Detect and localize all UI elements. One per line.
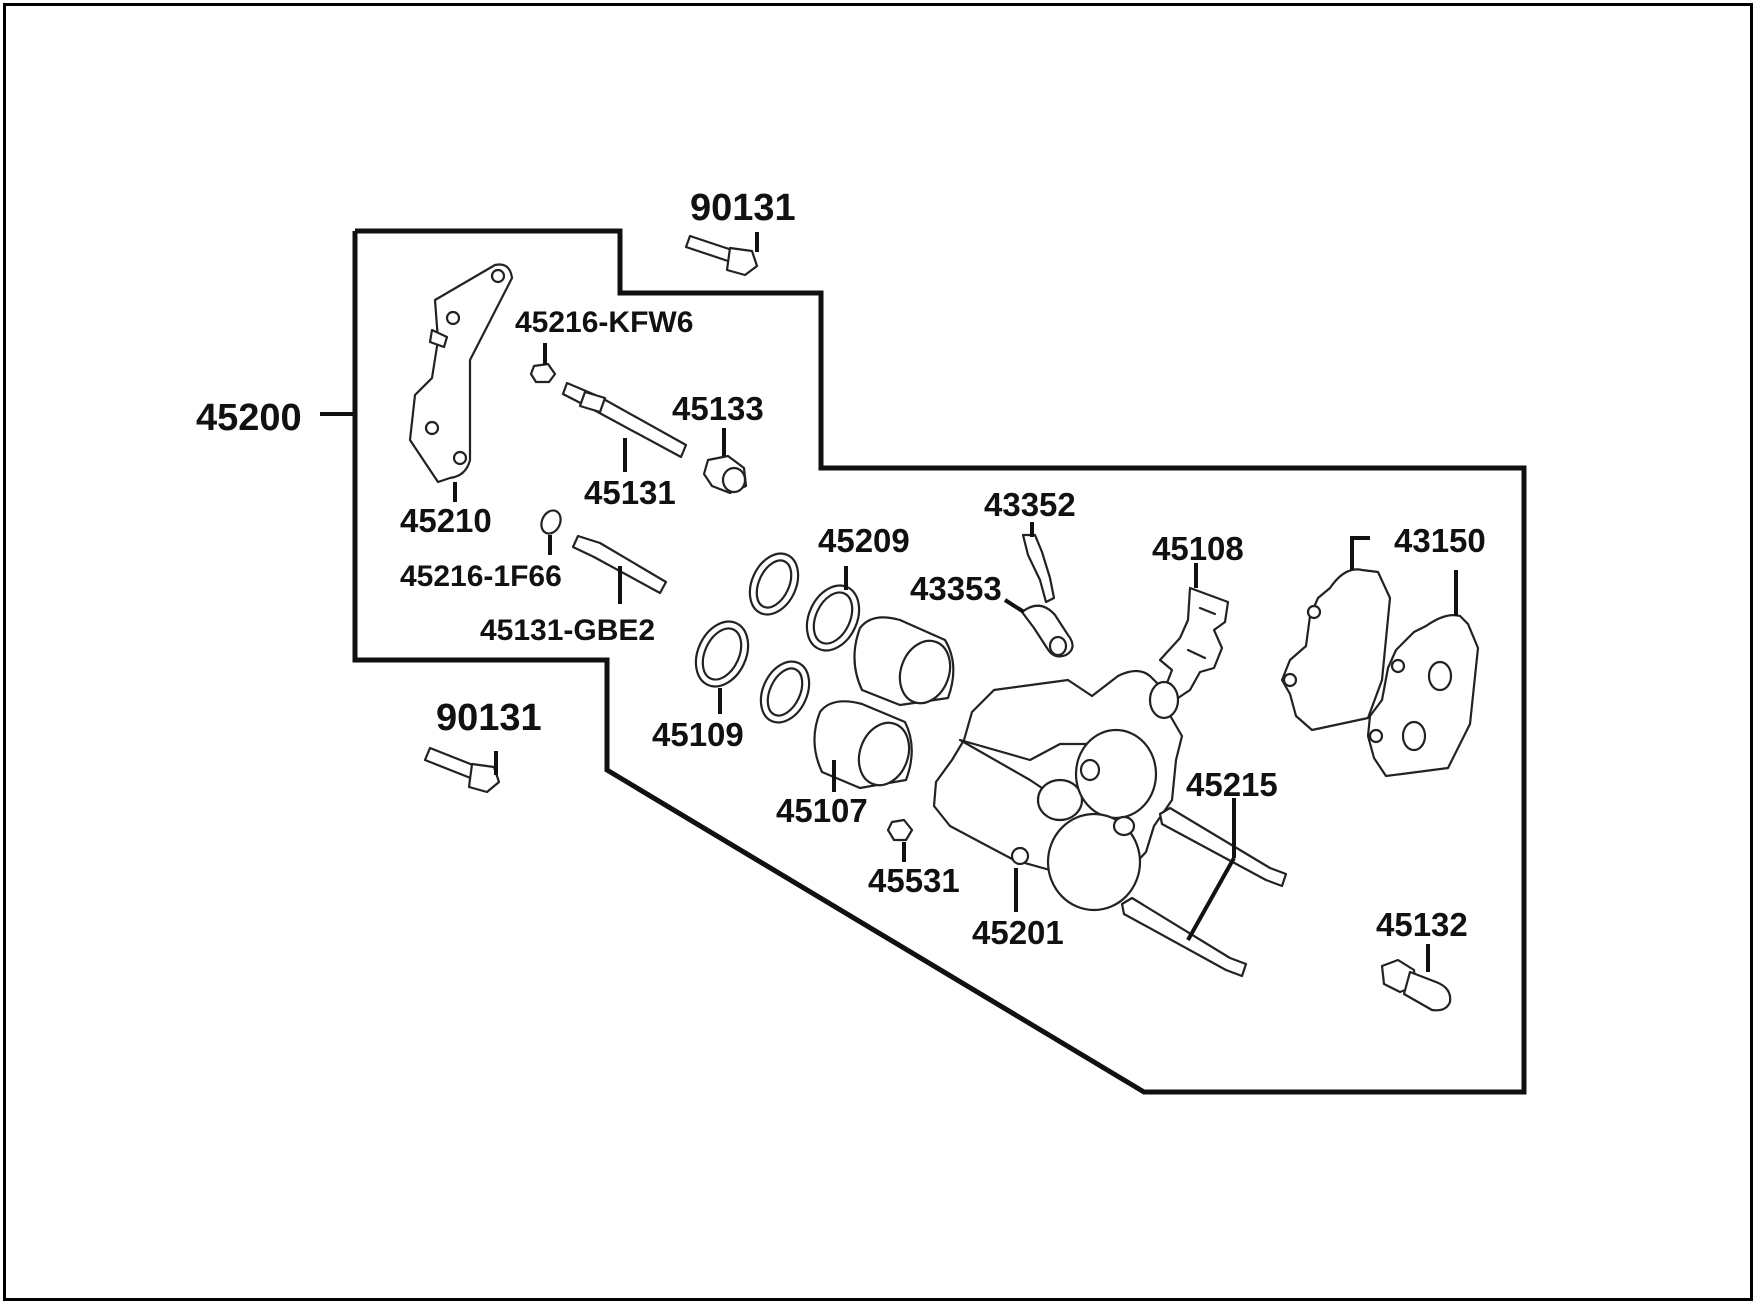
caliper-body-45201 bbox=[932, 669, 1184, 912]
pin-45131 bbox=[561, 381, 688, 472]
label-45131: 45131 bbox=[584, 474, 676, 511]
label-45216-kfw6: 45216-KFW6 bbox=[515, 306, 693, 339]
assembly-outline bbox=[352, 228, 1527, 1095]
nut-45216-kfw6 bbox=[529, 343, 557, 384]
bolt-90131-top bbox=[684, 232, 759, 277]
label-43150: 43150 bbox=[1394, 522, 1486, 559]
pad-spring-45108 bbox=[1158, 563, 1230, 702]
pistons-45107 bbox=[813, 616, 955, 792]
label-43353: 43353 bbox=[910, 570, 1002, 607]
label-45209: 45209 bbox=[818, 522, 910, 559]
pin-45131-gbe2 bbox=[571, 534, 668, 604]
label-45200: 45200 bbox=[196, 397, 302, 439]
brake-pads-43150 bbox=[1280, 536, 1480, 778]
bolt-45132 bbox=[1380, 944, 1452, 1012]
label-45215: 45215 bbox=[1186, 766, 1278, 803]
label-43352: 43352 bbox=[984, 486, 1076, 523]
label-90131-bottom: 90131 bbox=[436, 697, 542, 739]
cap-45531 bbox=[886, 818, 914, 862]
washer-45216-1f66 bbox=[540, 509, 562, 555]
seals-45209 bbox=[748, 552, 861, 652]
pins-45215 bbox=[1120, 798, 1288, 978]
seals-45109 bbox=[694, 620, 811, 724]
label-45132: 45132 bbox=[1376, 906, 1468, 943]
label-45131-gbe2: 45131-GBE2 bbox=[480, 614, 655, 647]
label-45107: 45107 bbox=[776, 792, 868, 829]
label-45531: 45531 bbox=[868, 862, 960, 899]
bracket-45210 bbox=[408, 263, 514, 502]
bolt-90131-bottom bbox=[423, 746, 501, 794]
bleeder-43352 bbox=[1021, 522, 1056, 604]
label-45133: 45133 bbox=[672, 390, 764, 427]
label-90131-top: 90131 bbox=[690, 187, 796, 229]
label-45108: 45108 bbox=[1152, 530, 1244, 567]
label-45216-1f66: 45216-1F66 bbox=[400, 560, 562, 593]
cap-43353 bbox=[1003, 598, 1074, 658]
label-45210: 45210 bbox=[400, 502, 492, 539]
plug-45133 bbox=[702, 428, 748, 495]
label-45109: 45109 bbox=[652, 716, 744, 753]
label-45201: 45201 bbox=[972, 914, 1064, 951]
